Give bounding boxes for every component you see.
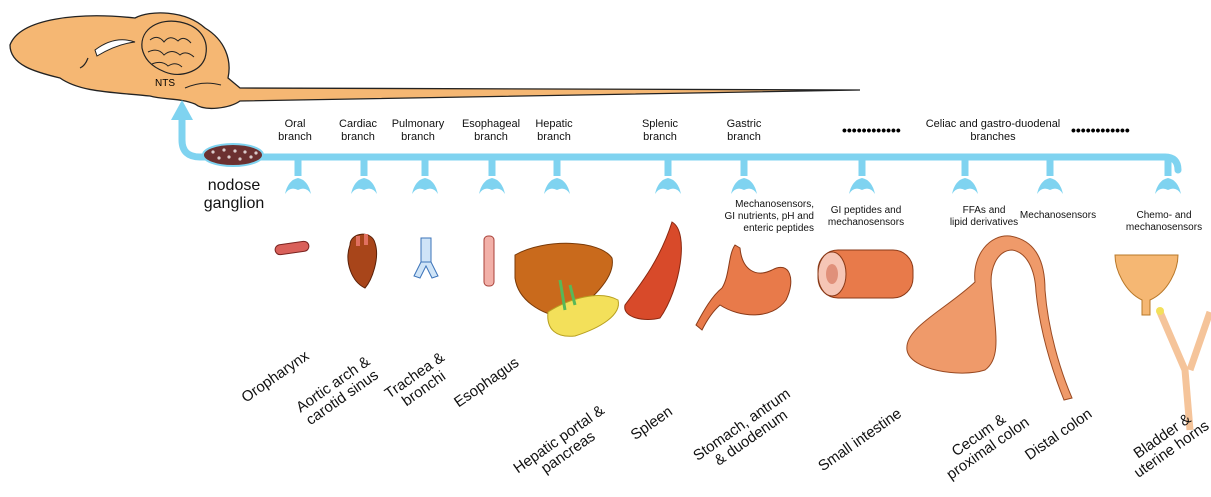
- nerve-ending-icon: [412, 178, 438, 194]
- nts-label: NTS: [155, 78, 175, 89]
- branch-label-cardiac: Cardiac branch: [330, 118, 386, 144]
- nerve-ending-icon: [849, 178, 875, 194]
- nerve-ending-icon: [544, 178, 570, 194]
- celiac-dots-left: ••••••••••••: [842, 122, 901, 138]
- organ-heart: [348, 234, 377, 288]
- nodose-ganglion: [203, 144, 263, 166]
- organ-trachea: [414, 238, 438, 278]
- branch-label-gastric: Gastric branch: [718, 118, 770, 144]
- nerve-ending-icon: [285, 178, 311, 194]
- branch-label-celiac: Celiac and gastro-duodenal branches: [918, 118, 1068, 144]
- nerve-ending-icon: [731, 178, 757, 194]
- branch-terminals: [285, 158, 1181, 194]
- sensor-label-bladder: Chemo- and mechanosensors: [1118, 210, 1210, 234]
- nerve-ending-icon: [1155, 178, 1181, 194]
- branch-label-splenic: Splenic branch: [634, 118, 686, 144]
- branch-label-oral: Oral branch: [275, 118, 315, 144]
- nerve-ending-icon: [351, 178, 377, 194]
- celiac-dots-right: ••••••••••••: [1071, 122, 1130, 138]
- nerve-ending-icon: [1037, 178, 1063, 194]
- branch-label-esophageal: Esophageal branch: [454, 118, 528, 144]
- organ-cecum-colon: [907, 236, 1072, 400]
- ascending-arrowhead: [171, 100, 193, 120]
- branch-label-hepatic: Hepatic branch: [528, 118, 580, 144]
- organ-small-intestine: [818, 250, 913, 298]
- nodose-ganglion-label: nodose ganglion: [192, 177, 276, 213]
- nerve-ending-icon: [952, 178, 978, 194]
- sensor-label-stomach: Mechanosensors, GI nutrients, pH and ent…: [704, 199, 814, 235]
- sensor-label-small-intestine: GI peptides and mechanosensors: [820, 205, 912, 229]
- organ-spleen: [625, 222, 682, 319]
- nerve-ending-icon: [655, 178, 681, 194]
- organ-liver-pancreas: [515, 243, 618, 336]
- sensor-label-distal-colon: Mechanosensors: [1012, 210, 1104, 222]
- organ-oropharynx: [274, 241, 309, 256]
- organ-esophagus: [484, 236, 494, 286]
- branch-label-pulmonary: Pulmonary branch: [386, 118, 450, 144]
- brain-illustration: [10, 13, 860, 109]
- organ-stomach: [696, 245, 791, 330]
- nerve-ending-icon: [479, 178, 505, 194]
